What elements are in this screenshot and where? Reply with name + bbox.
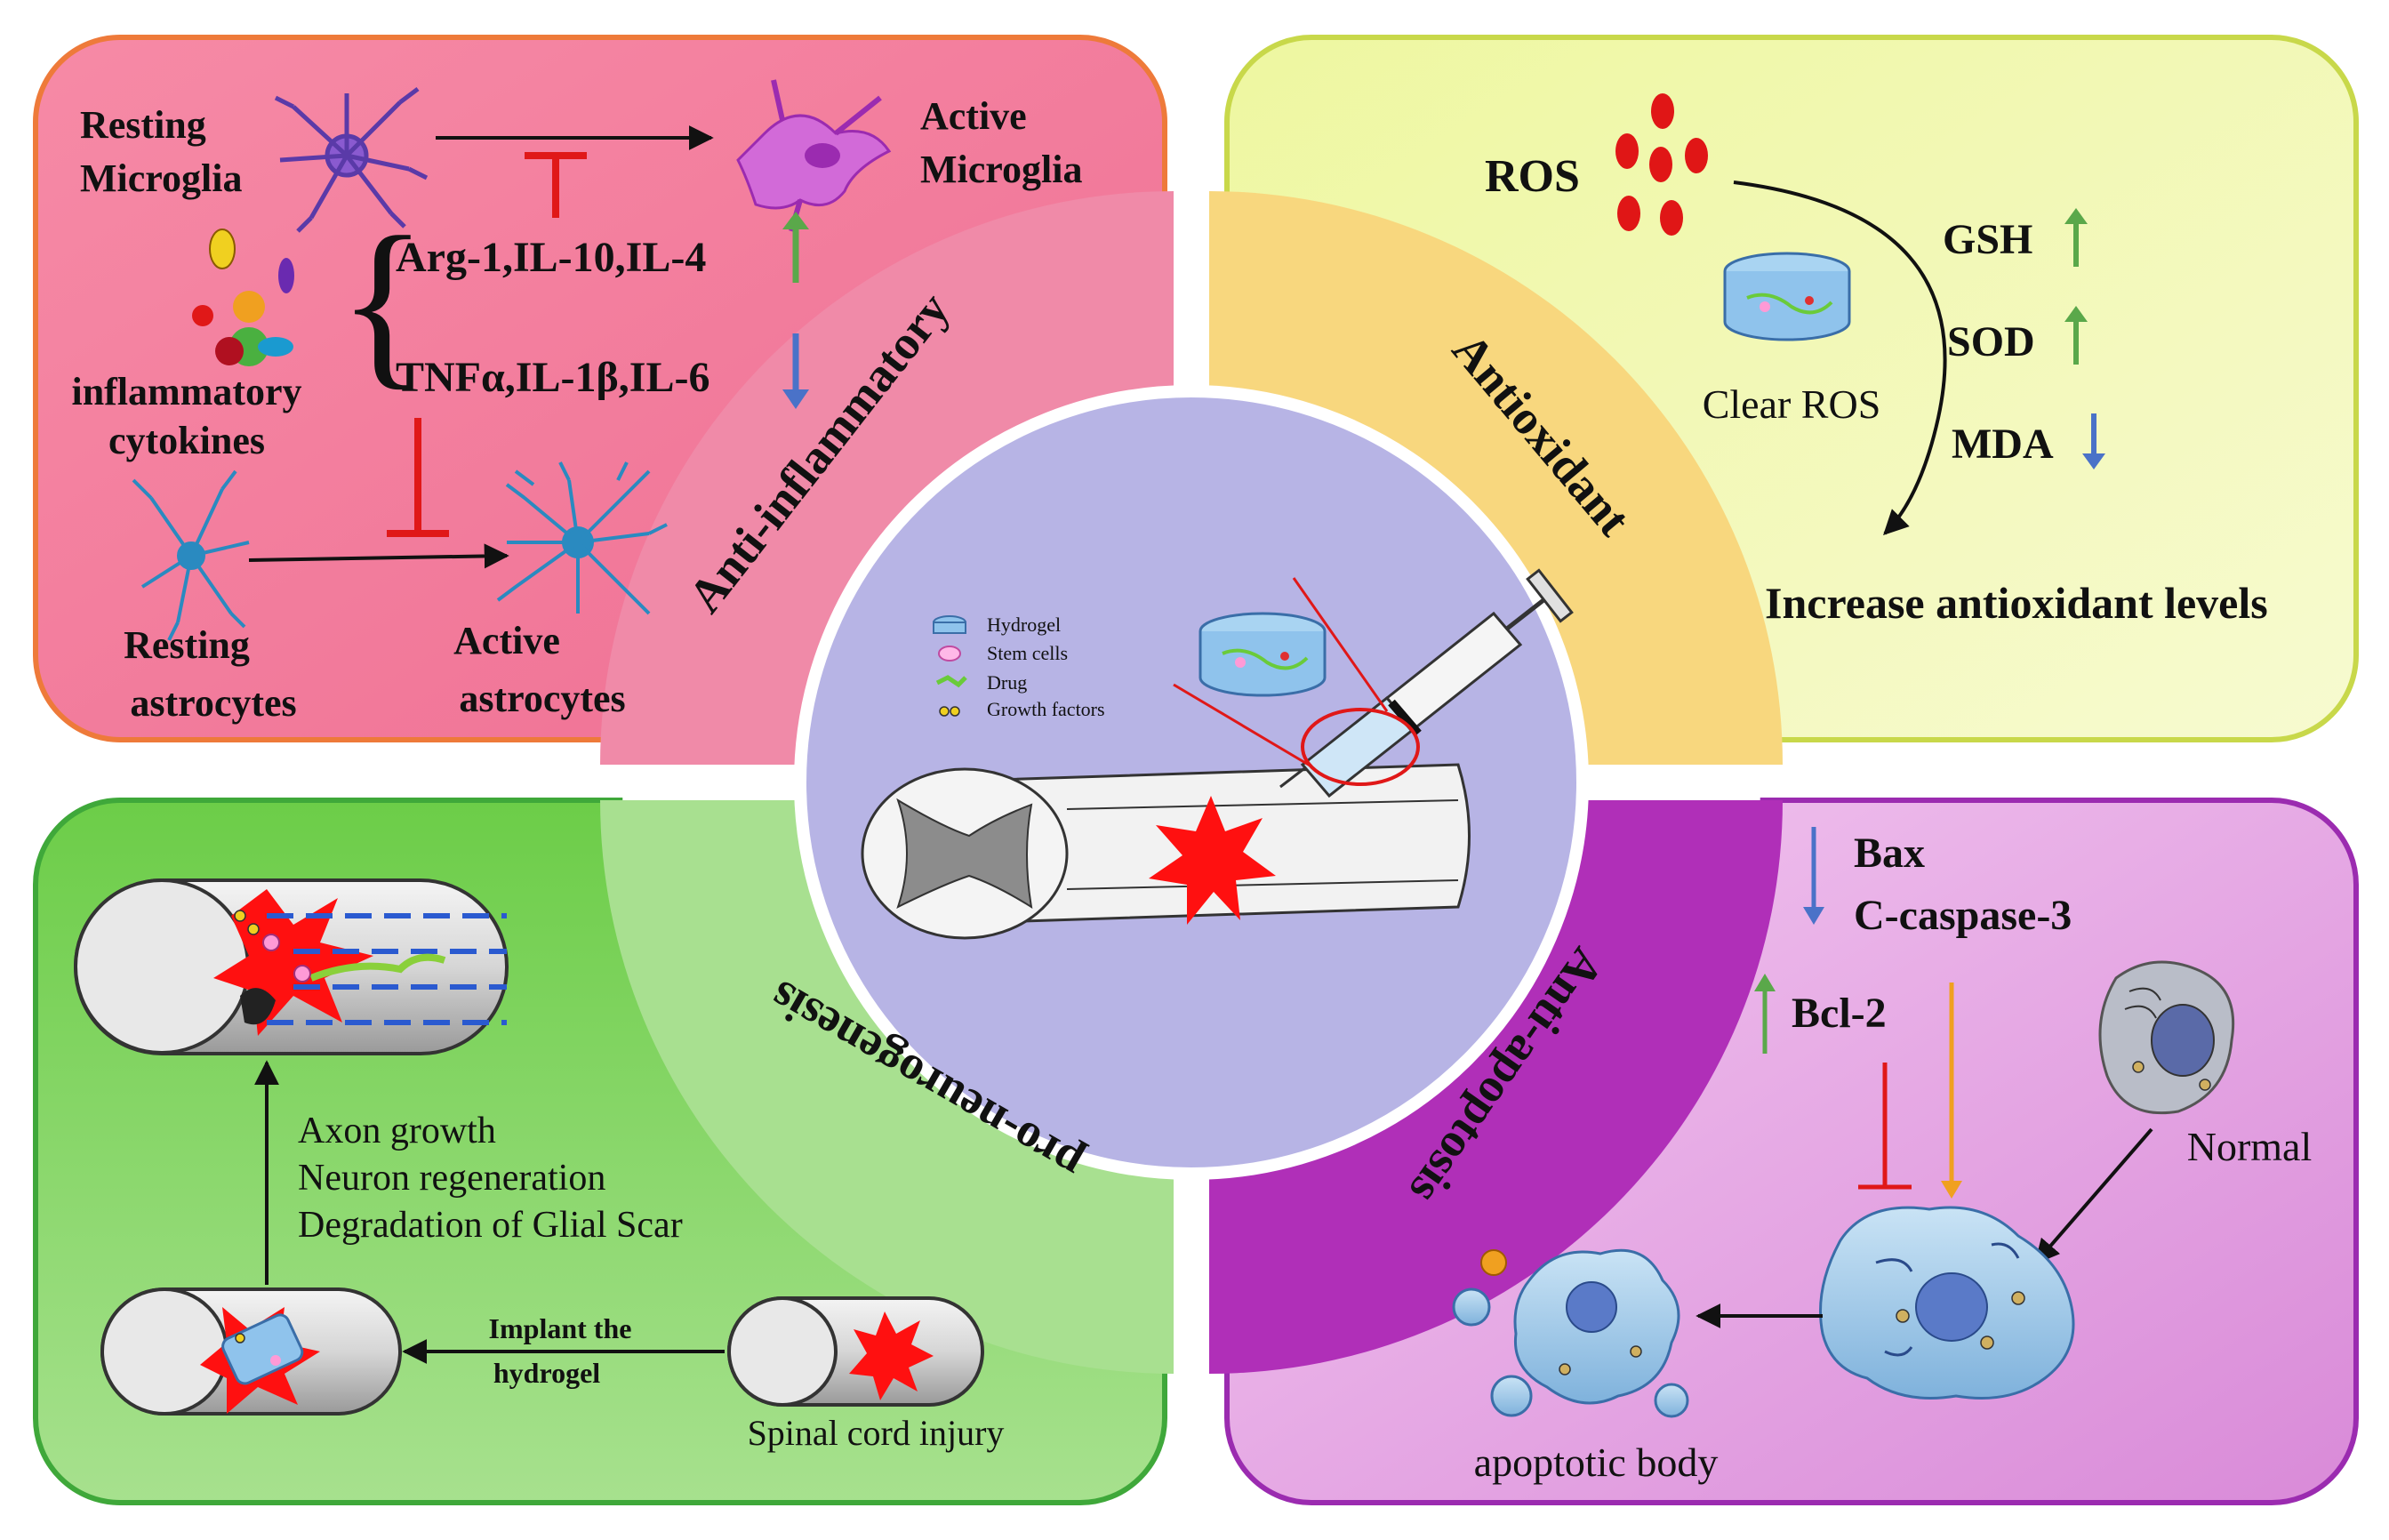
microglia-inhibit-icon (525, 152, 587, 218)
resting-microglia-label-2: Microglia (80, 156, 242, 200)
apoptotic-body-label: apoptotic body (1474, 1440, 1719, 1485)
legend-drug: Drug (987, 671, 1027, 694)
implant-label: Implant the (489, 1312, 632, 1344)
ros-label: ROS (1485, 151, 1580, 202)
cytokines-label-2: cytokines (108, 419, 265, 462)
implanted-cord-icon (100, 1287, 402, 1416)
normal-to-apoptotic-arrow (2034, 1127, 2153, 1265)
implant-label-2: hydrogel (493, 1357, 600, 1389)
active-astrocyte-icon (496, 461, 668, 615)
effect-glial-scar: Degradation of Glial Scar (298, 1205, 683, 1246)
injury-star (1149, 796, 1276, 925)
astrocyte-activation-arrow (248, 543, 509, 569)
marker-gsh: GSH (1943, 216, 2032, 263)
active-astrocytes-label: Active (453, 619, 560, 662)
stem-cell-legend-icon (938, 646, 961, 662)
resting-astrocytes-label: Resting (124, 623, 250, 667)
clear-ros-label: Clear ROS (1703, 381, 1881, 427)
active-microglia-label-2: Microglia (920, 148, 1082, 191)
drug-legend-icon (935, 675, 967, 688)
legend-growth-factors: Growth factors (987, 698, 1105, 720)
marker-mda: MDA (1952, 421, 2054, 468)
cytokines-icon (192, 229, 294, 366)
hydrogel-dish-icon (1199, 612, 1327, 697)
ros-molecules-icon (1615, 93, 1708, 236)
resting-astrocyte-icon (132, 469, 250, 641)
bax-label: Bax (1854, 830, 1925, 877)
legend-stem-cells: Stem cells (987, 642, 1068, 664)
normal-label: Normal (2187, 1124, 2313, 1169)
effect-axon-growth: Axon growth (298, 1111, 496, 1151)
ring (600, 191, 1783, 1374)
resting-microglia-label: Resting (80, 103, 206, 147)
growth-factor-legend-icon (939, 706, 960, 717)
active-microglia-label: Active (920, 94, 1027, 138)
brace: { (338, 199, 428, 405)
increase-antioxidant-label: Increase antioxidant levels (1765, 578, 2268, 628)
hydrogel-legend-icon (933, 615, 966, 634)
normal-cell-icon (2098, 960, 2235, 1115)
spinal-cord-illustration (861, 763, 1471, 940)
caspase-label: C-caspase-3 (1854, 892, 2072, 939)
bcl2-inhibit-icon (1858, 1063, 1912, 1190)
injured-cord-icon (727, 1296, 984, 1407)
down-markers: TNFα,IL-1β,IL-6 (396, 354, 709, 401)
clear-ros-hydrogel-icon (1723, 252, 1851, 341)
spinal-cord-injury-label: Spinal cord injury (748, 1413, 1005, 1453)
marker-sod: SOD (1947, 318, 2035, 365)
antioxidant-process-arrow (1733, 180, 1947, 535)
apoptotic-cell-icon (1819, 1206, 2075, 1400)
up-markers: Arg-1,IL-10,IL-4 (396, 234, 706, 281)
apoptotic-body-icon (1452, 1248, 1689, 1418)
resting-astrocytes-label-2: astrocytes (130, 681, 296, 725)
legend-hydrogel: Hydrogel (987, 614, 1061, 636)
bcl2-label: Bcl-2 (1792, 990, 1887, 1037)
cytokines-label: inflammatory (71, 370, 301, 413)
repaired-cord-icon (74, 878, 509, 1055)
effect-neuron-regeneration: Neuron regeneration (298, 1158, 605, 1199)
active-astrocytes-label-2: astrocytes (459, 677, 625, 720)
resting-microglia-icon (274, 87, 429, 233)
center-legend: Hydrogel Stem cells Drug Growth factors (933, 614, 1105, 720)
syringe-icon (1173, 568, 1574, 798)
astrocyte-inhibit-icon (387, 418, 449, 537)
